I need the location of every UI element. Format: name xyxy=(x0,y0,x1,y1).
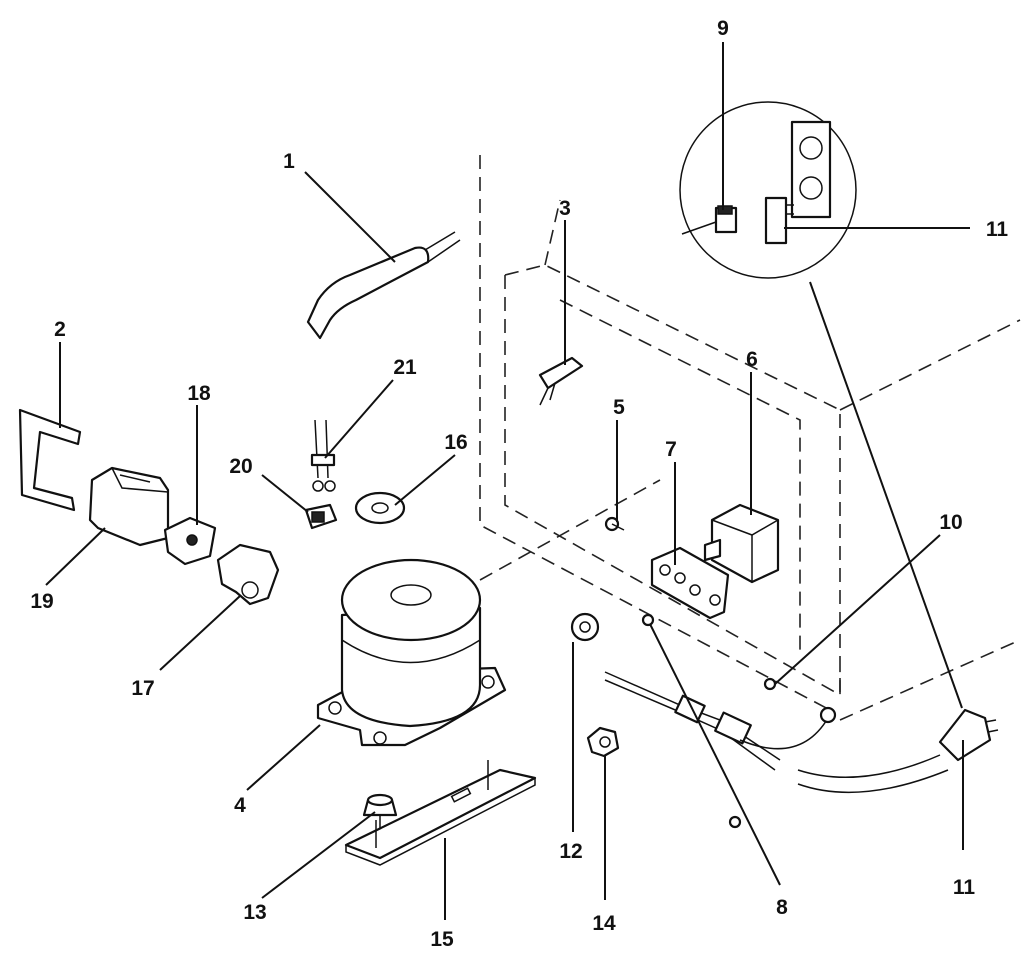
outlet-detail-inset xyxy=(679,101,963,709)
callout-10: 10 xyxy=(939,511,962,534)
callout-11-inset: 11 xyxy=(986,218,1009,241)
leader-lines xyxy=(45,42,970,920)
screw-8 xyxy=(641,613,655,627)
callout-8: 8 xyxy=(776,896,788,919)
compressor xyxy=(316,558,507,747)
callout-3: 3 xyxy=(559,197,571,220)
grommet xyxy=(354,491,406,525)
callout-9: 9 xyxy=(717,17,729,40)
wall-outlet xyxy=(790,120,832,219)
power-plug xyxy=(797,708,999,794)
lead-wires xyxy=(310,419,336,492)
callout-17: 17 xyxy=(131,677,154,700)
callout-6: 6 xyxy=(746,348,758,371)
cord-clamp xyxy=(586,726,620,758)
callout-16: 16 xyxy=(444,431,467,454)
callout-19: 19 xyxy=(30,590,53,613)
drier-tube xyxy=(306,231,461,340)
thermostat-sensor xyxy=(538,356,584,406)
inset-plug xyxy=(764,196,794,245)
callout-18: 18 xyxy=(187,382,211,405)
mounting-rail xyxy=(344,760,537,866)
callout-20: 20 xyxy=(229,455,252,478)
callout-2: 2 xyxy=(54,318,66,341)
callout-15: 15 xyxy=(430,928,454,951)
wire-connector xyxy=(304,503,338,530)
callout-12: 12 xyxy=(559,840,582,863)
control-box xyxy=(703,503,780,584)
callout-1: 1 xyxy=(283,150,295,173)
callout-11-cord: 11 xyxy=(953,876,976,899)
cabinet-outline xyxy=(479,155,1021,721)
callout-13: 13 xyxy=(243,901,266,924)
power-cord-assembly xyxy=(604,671,837,829)
callout-21: 21 xyxy=(393,356,417,379)
callout-14: 14 xyxy=(592,912,616,935)
callout-labels: 1 2 3 4 5 6 7 8 9 10 11 11 12 13 14 15 1… xyxy=(30,17,1008,951)
screw-5 xyxy=(604,516,625,532)
wire-clip xyxy=(18,408,82,512)
terminal-cover xyxy=(216,543,280,606)
screw-10 xyxy=(763,677,777,691)
relay-cover xyxy=(88,466,170,547)
callout-5: 5 xyxy=(613,396,625,419)
mounting-bracket xyxy=(650,546,730,620)
overload-relay xyxy=(163,516,217,566)
callout-7: 7 xyxy=(665,438,677,461)
callout-4: 4 xyxy=(234,794,246,817)
outlet-clamp xyxy=(681,205,738,235)
control-knob xyxy=(570,612,600,642)
